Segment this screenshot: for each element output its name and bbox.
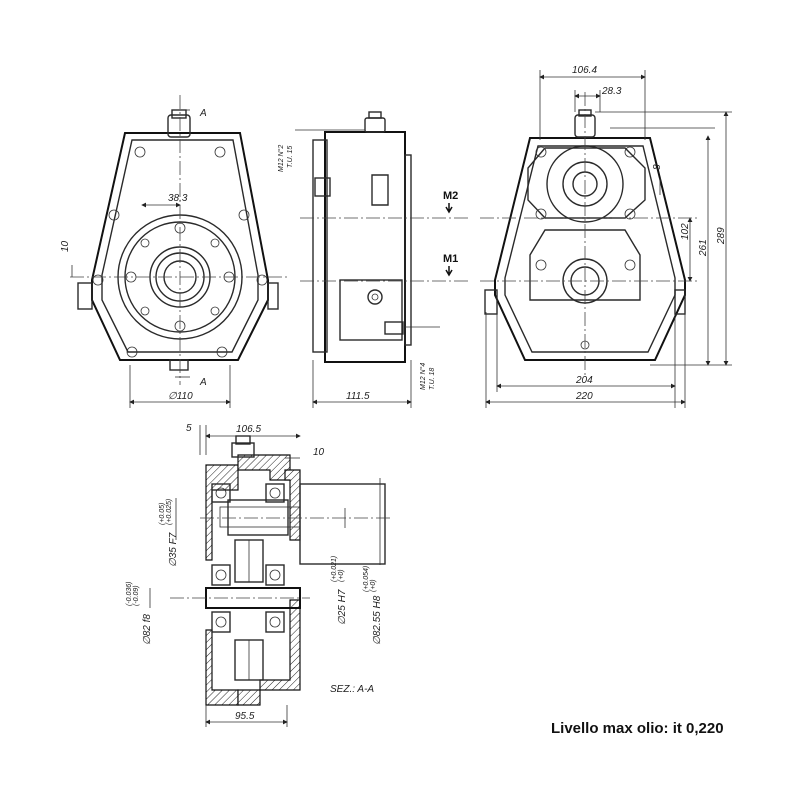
- section-caption: SEZ.: A-A: [330, 684, 374, 695]
- section-view: 5 106.5 10 95.5 ∅35 F7 (+0.05) (+0.025) …: [126, 423, 390, 727]
- dim-95-5: 95.5: [235, 711, 255, 722]
- dim-5: 5: [186, 423, 192, 434]
- dim-28-3: 28.3: [601, 86, 622, 97]
- dim-10-section: 10: [313, 447, 325, 458]
- section-mark-bottom: A: [199, 377, 207, 388]
- m12-top-label-1: M12 N°2: [277, 145, 285, 172]
- dim-diam-82-55-h8-tol-a: (+0.054): [363, 566, 370, 592]
- dim-diam-25-h7-tol-a: (+0.021): [331, 556, 338, 582]
- m12-top-label-2: T.U. 15: [287, 146, 294, 168]
- m12-bottom-label-1: M12 N°4: [419, 363, 427, 390]
- dim-10-front: 10: [60, 240, 71, 252]
- dim-102: 102: [680, 223, 691, 240]
- dim-diam-35-f7: ∅35 F7: [168, 532, 179, 567]
- marker-m2: M2: [443, 190, 458, 202]
- dim-111-5: 111.5: [346, 391, 370, 402]
- front-view: A A 38.3 10 ∅110: [60, 95, 290, 408]
- dim-diam-35-f7-tol-b: (+0.025): [166, 499, 173, 525]
- section-mark-top: A: [199, 108, 207, 119]
- dim-diam-82-f8: ∅82 f8: [142, 614, 153, 645]
- marker-m1: M1: [443, 253, 458, 265]
- dim-diam-35-f7-tol-a: (+0.05): [159, 503, 166, 525]
- dim-diam-82-55-h8: ∅82.55 H8: [372, 595, 383, 645]
- m12-bottom-label-2: T.U. 18: [429, 368, 436, 390]
- dim-8: 8: [652, 164, 663, 170]
- oil-level-note: Livello max olio: it 0,220: [551, 720, 724, 737]
- dim-204: 204: [575, 375, 593, 386]
- dim-diam-82-f8-tol-a: (-0.036): [126, 581, 133, 606]
- dim-106-5: 106.5: [236, 424, 261, 435]
- dim-diam-25-h7-tol-b: (+0): [338, 569, 345, 582]
- dim-diam-82-f8-tol-b: (-0.09): [133, 585, 140, 606]
- side-view: M12 N°2 T.U. 15 M12 N°4 T.U. 18 M2 M1 11…: [277, 111, 470, 408]
- dim-diam-82-55-h8-tol-b: (+0): [370, 579, 377, 592]
- dim-diam-25-h7: ∅25 H7: [337, 589, 348, 625]
- dim-106-4: 106.4: [572, 65, 597, 76]
- dim-289: 289: [716, 227, 727, 245]
- rear-view: 106.4 28.3 8 102 261 289 204 220: [480, 65, 732, 408]
- dim-38-3: 38.3: [168, 193, 188, 204]
- dim-261: 261: [698, 239, 709, 257]
- dim-220: 220: [575, 391, 593, 402]
- dim-diam-110: ∅110: [168, 391, 193, 402]
